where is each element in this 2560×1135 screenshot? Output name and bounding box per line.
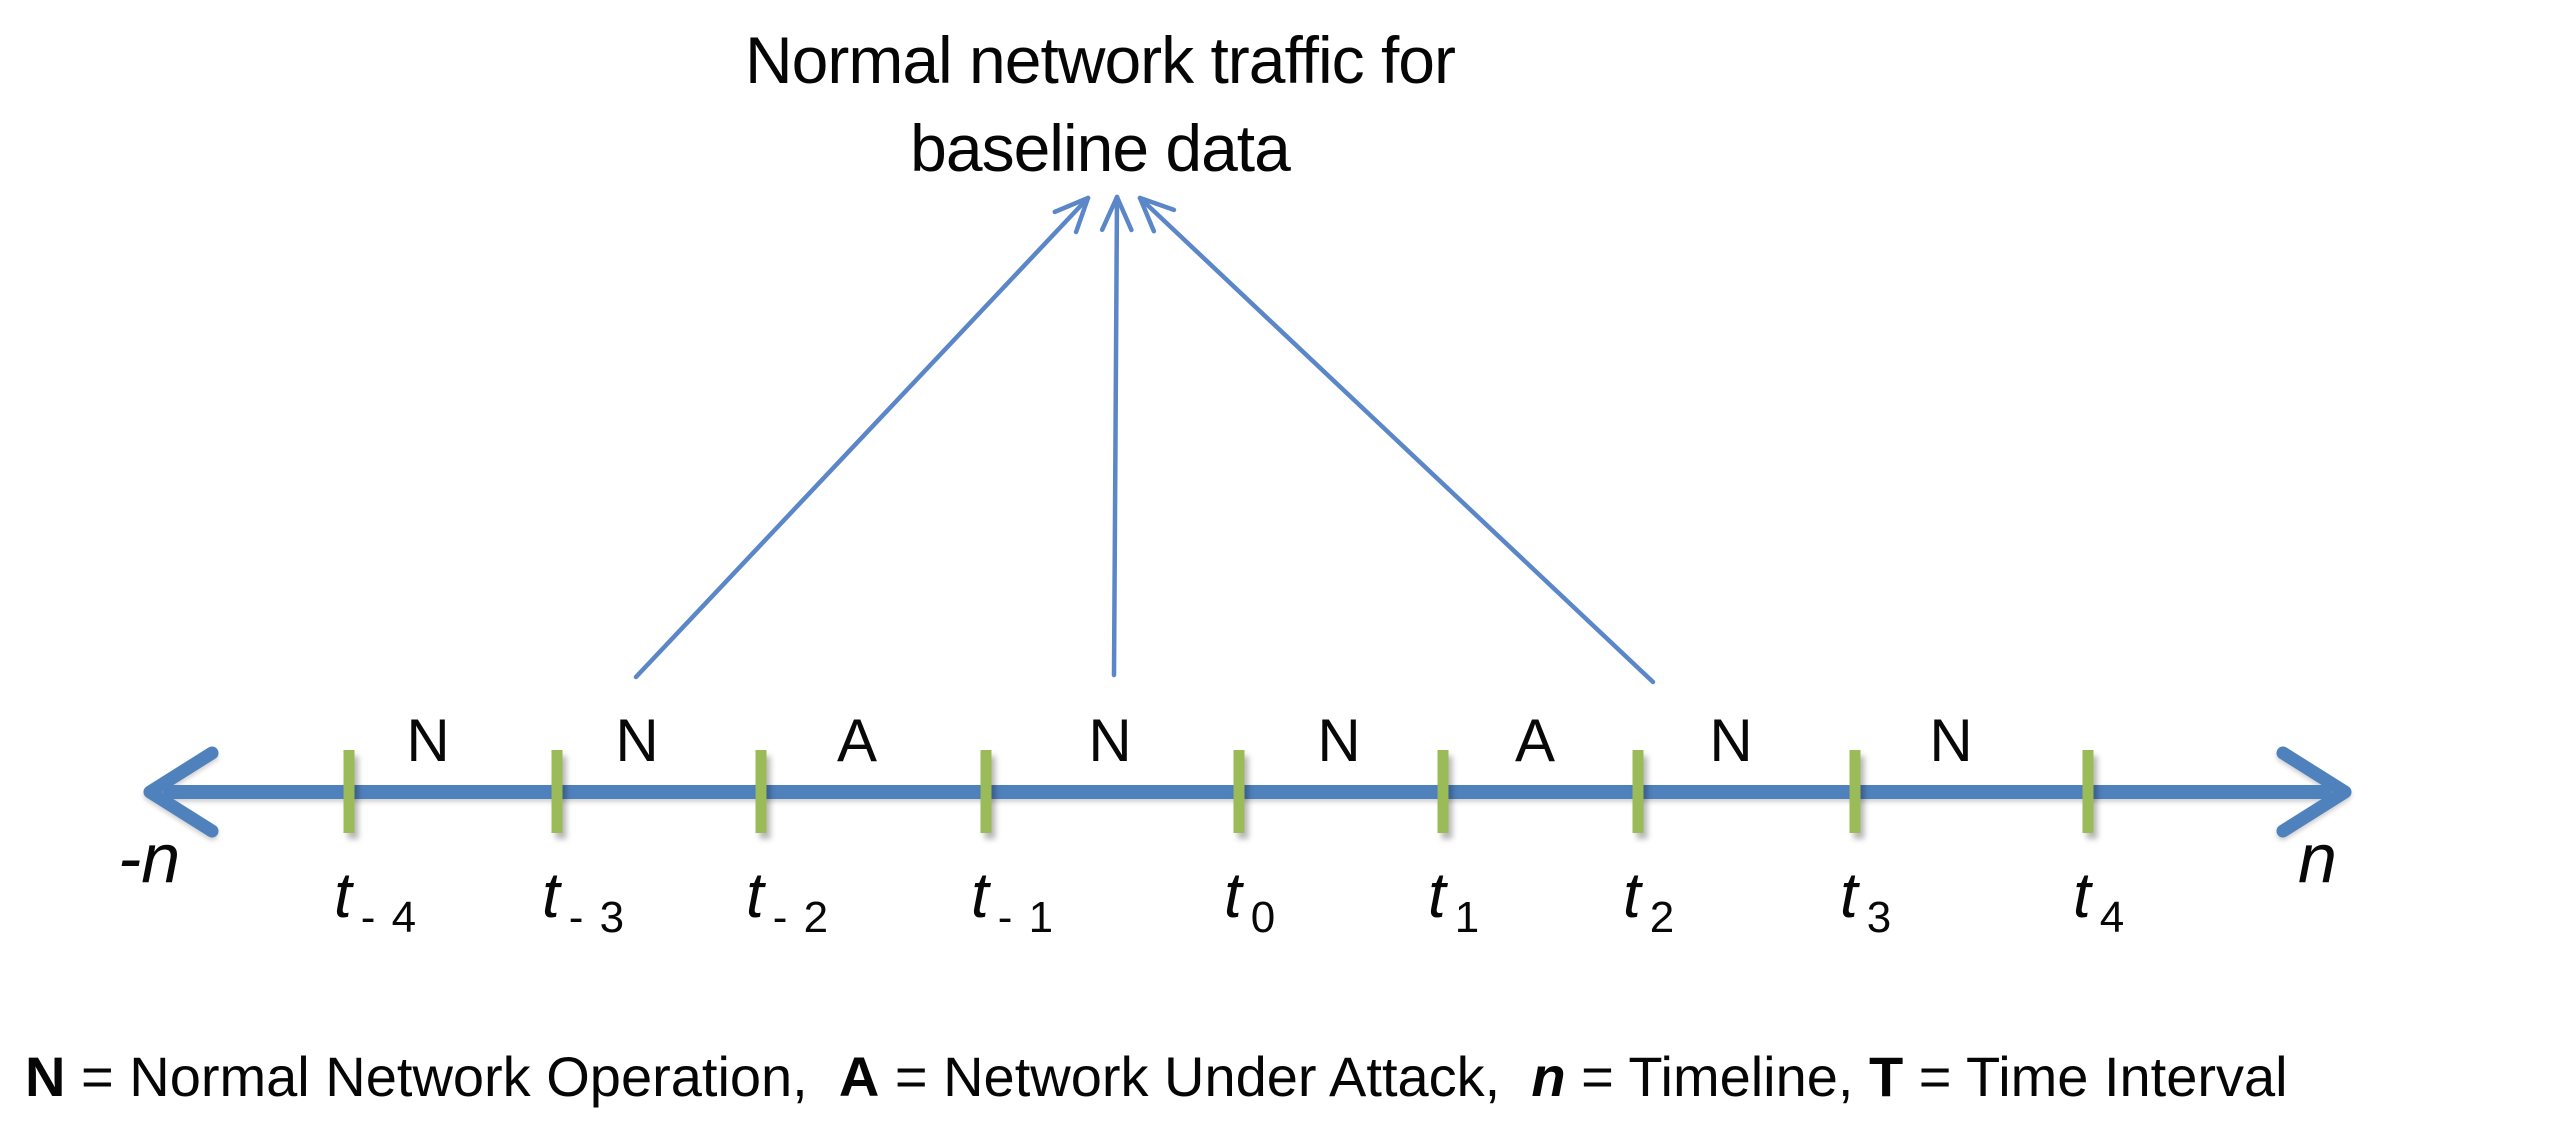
legend-part-4: = Network Under Attack,	[879, 1045, 1532, 1108]
segment-label-1: N	[406, 707, 450, 774]
legend-part-3: A	[838, 1045, 880, 1108]
tick-label-base: t	[542, 859, 560, 931]
tick-label-base: t	[1224, 859, 1242, 931]
annotation-arrow-2	[1099, 194, 1134, 678]
tick-label-base: t	[1840, 859, 1858, 931]
tick-label-subscript: 1	[1454, 893, 1482, 942]
segment-label-4: N	[1088, 707, 1132, 774]
tick-marks-group	[343, 750, 2094, 833]
legend-part-1: N	[25, 1045, 66, 1108]
arrowhead-barb	[1073, 195, 1091, 235]
tick-label-base: t	[1428, 859, 1446, 931]
title-line-2: baseline data	[910, 111, 1291, 185]
segment-label-8: N	[1929, 707, 1973, 774]
tick-label-base: t	[746, 859, 764, 931]
legend-part-5: n	[1531, 1045, 1566, 1108]
tick-label-t-minus-1: t- 1	[971, 863, 1055, 940]
tick-label-subscript: - 2	[772, 893, 831, 942]
timeline-left-end-label: -n	[118, 819, 181, 897]
tick-label-subscript: 3	[1866, 893, 1894, 942]
arrowhead-barb	[1052, 195, 1091, 215]
tick-label-base: t	[1623, 859, 1641, 931]
timeline-axis-group	[143, 746, 2352, 838]
segment-label-7: N	[1709, 707, 1753, 774]
tick-label-subscript: 2	[1649, 893, 1677, 942]
tick-label-t-minus-4: t- 4	[334, 863, 418, 940]
segment-label-6: A	[1514, 707, 1556, 774]
legend-part-8: = Time Interval	[1903, 1045, 2288, 1108]
segment-label-2: N	[615, 707, 659, 774]
tick-label-subscript: - 4	[360, 893, 419, 942]
annotation-arrow-3	[1137, 195, 1656, 685]
tick-label-subscript: - 3	[568, 893, 627, 942]
annotation-arrows-group	[633, 194, 1656, 685]
segment-label-5: N	[1317, 707, 1361, 774]
tick-label-base: t	[334, 859, 352, 931]
legend-part-7: T	[1869, 1045, 1904, 1108]
tick-label-t-minus-2: t- 2	[746, 863, 830, 940]
tick-label-t-minus-3: t- 3	[542, 863, 626, 940]
annotation-arrow-1	[633, 195, 1091, 680]
arrowhead-barb	[1137, 195, 1177, 213]
legend-part-2: = Normal Network Operation,	[65, 1045, 839, 1108]
left-arrowhead-icon	[143, 746, 219, 838]
right-arrowhead-icon	[2276, 746, 2352, 838]
segment-label-3: A	[836, 707, 878, 774]
title-line-1: Normal network traffic for	[745, 23, 1456, 97]
tick-label-base: t	[2073, 859, 2091, 931]
diagram-title: Normal network traffic for baseline data	[520, 16, 1680, 192]
tick-label-subscript: 0	[1250, 893, 1278, 942]
timeline-right-end-label: n	[2298, 819, 2337, 897]
arrowhead-barb	[1114, 194, 1134, 233]
tick-label-subscript: - 1	[997, 893, 1056, 942]
tick-label-base: t	[971, 859, 989, 931]
arrowhead-barb	[1099, 194, 1120, 233]
arrowhead-barb	[1137, 195, 1157, 234]
legend-part-6: = Timeline,	[1565, 1045, 1870, 1108]
tick-label-subscript: 4	[2099, 893, 2127, 942]
legend: N = Normal Network Operation, A = Networ…	[25, 1049, 2555, 1105]
